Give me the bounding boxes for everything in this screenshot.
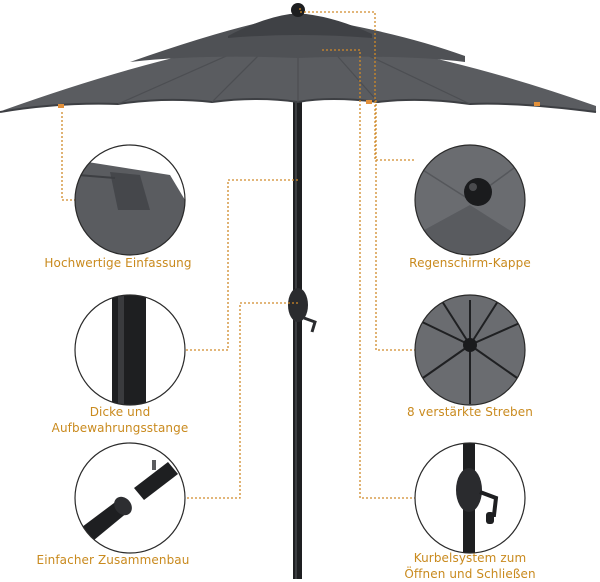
label-kurbelsystem: Kurbelsystem zum Öffnen und Schließen xyxy=(370,550,570,582)
feature-label: Hochwertige Einfassung xyxy=(44,256,192,270)
feature-label: Einfacher Zusammenbau xyxy=(36,553,190,567)
connector-lines xyxy=(61,8,415,499)
umbrella-canopy-middle xyxy=(130,22,465,62)
label-hochwertige-einfassung: Hochwertige Einfassung xyxy=(18,255,218,271)
umbrella xyxy=(0,3,597,579)
reinforced-ribs-icon xyxy=(414,294,526,406)
feature-label: Regenschirm-Kappe xyxy=(409,256,531,270)
label-regenschirm-kappe: Regenschirm-Kappe xyxy=(395,255,545,271)
crank-housing xyxy=(288,288,308,322)
umbrella-pole xyxy=(293,95,302,579)
crank-system-icon xyxy=(414,442,526,554)
thick-pole-icon xyxy=(74,294,186,406)
umbrella-cap-icon xyxy=(414,144,526,256)
umbrella-finial xyxy=(291,3,305,17)
label-dicke-stange: Dicke und Aufbewahrungsstange xyxy=(20,404,220,436)
feature-label-line-2: Öffnen und Schließen xyxy=(404,567,536,581)
feature-label-line-1: Kurbelsystem zum xyxy=(413,551,527,565)
label-verstaerkte-streben: 8 verstärkte Streben xyxy=(395,404,545,420)
feature-label: 8 verstärkte Streben xyxy=(407,405,533,419)
feature-label-line-1: Dicke und xyxy=(89,405,151,419)
feature-label-line-2: Aufbewahrungsstange xyxy=(51,421,189,435)
canopy-edge-detail-icon xyxy=(74,144,186,256)
label-einfacher-zusammenbau: Einfacher Zusammenbau xyxy=(8,552,218,568)
pole-assembly-icon xyxy=(74,442,186,554)
umbrella-canopy-top xyxy=(228,14,372,38)
